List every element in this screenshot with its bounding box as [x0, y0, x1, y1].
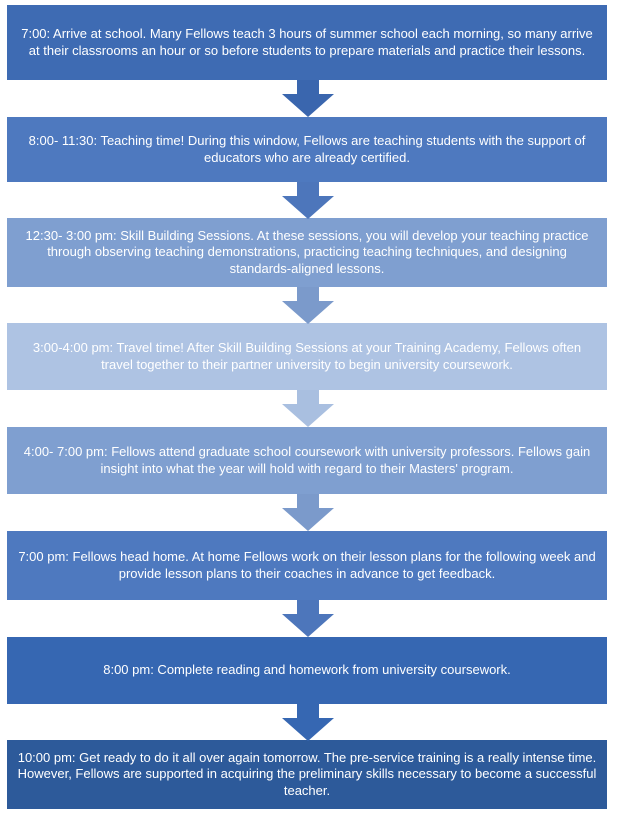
step-box-6: 7:00 pm: Fellows head home. At home Fell… [7, 531, 607, 600]
step-text-7: 8:00 pm: Complete reading and homework f… [103, 662, 511, 678]
step-text-3: 12:30- 3:00 pm: Skill Building Sessions.… [25, 227, 589, 276]
step-box-5: 4:00- 7:00 pm: Fellows attend graduate s… [7, 427, 607, 494]
step-text-6: 7:00 pm: Fellows head home. At home Fell… [18, 549, 596, 581]
down-arrow-icon [282, 600, 334, 637]
step-box-7: 8:00 pm: Complete reading and homework f… [7, 637, 607, 704]
step-box-4: 3:00-4:00 pm: Travel time! After Skill B… [7, 323, 607, 390]
step-box-1: 7:00: Arrive at school. Many Fellows tea… [7, 5, 607, 80]
step-text-8: 10:00 pm: Get ready to do it all over ag… [17, 749, 597, 798]
down-arrow-icon [282, 494, 334, 531]
step-text-2: 8:00- 11:30: Teaching time! During this … [28, 133, 586, 165]
step-box-3: 12:30- 3:00 pm: Skill Building Sessions.… [7, 218, 607, 287]
step-text-5: 4:00- 7:00 pm: Fellows attend graduate s… [23, 444, 591, 476]
down-arrow-icon [282, 390, 334, 427]
step-box-8: 10:00 pm: Get ready to do it all over ag… [7, 740, 607, 809]
down-arrow-icon [282, 704, 334, 741]
step-box-2: 8:00- 11:30: Teaching time! During this … [7, 117, 607, 182]
down-arrow-icon [282, 80, 334, 117]
down-arrow-icon [282, 182, 334, 219]
step-text-4: 3:00-4:00 pm: Travel time! After Skill B… [32, 340, 582, 372]
down-arrow-icon [282, 287, 334, 324]
step-text-1: 7:00: Arrive at school. Many Fellows tea… [21, 26, 593, 58]
